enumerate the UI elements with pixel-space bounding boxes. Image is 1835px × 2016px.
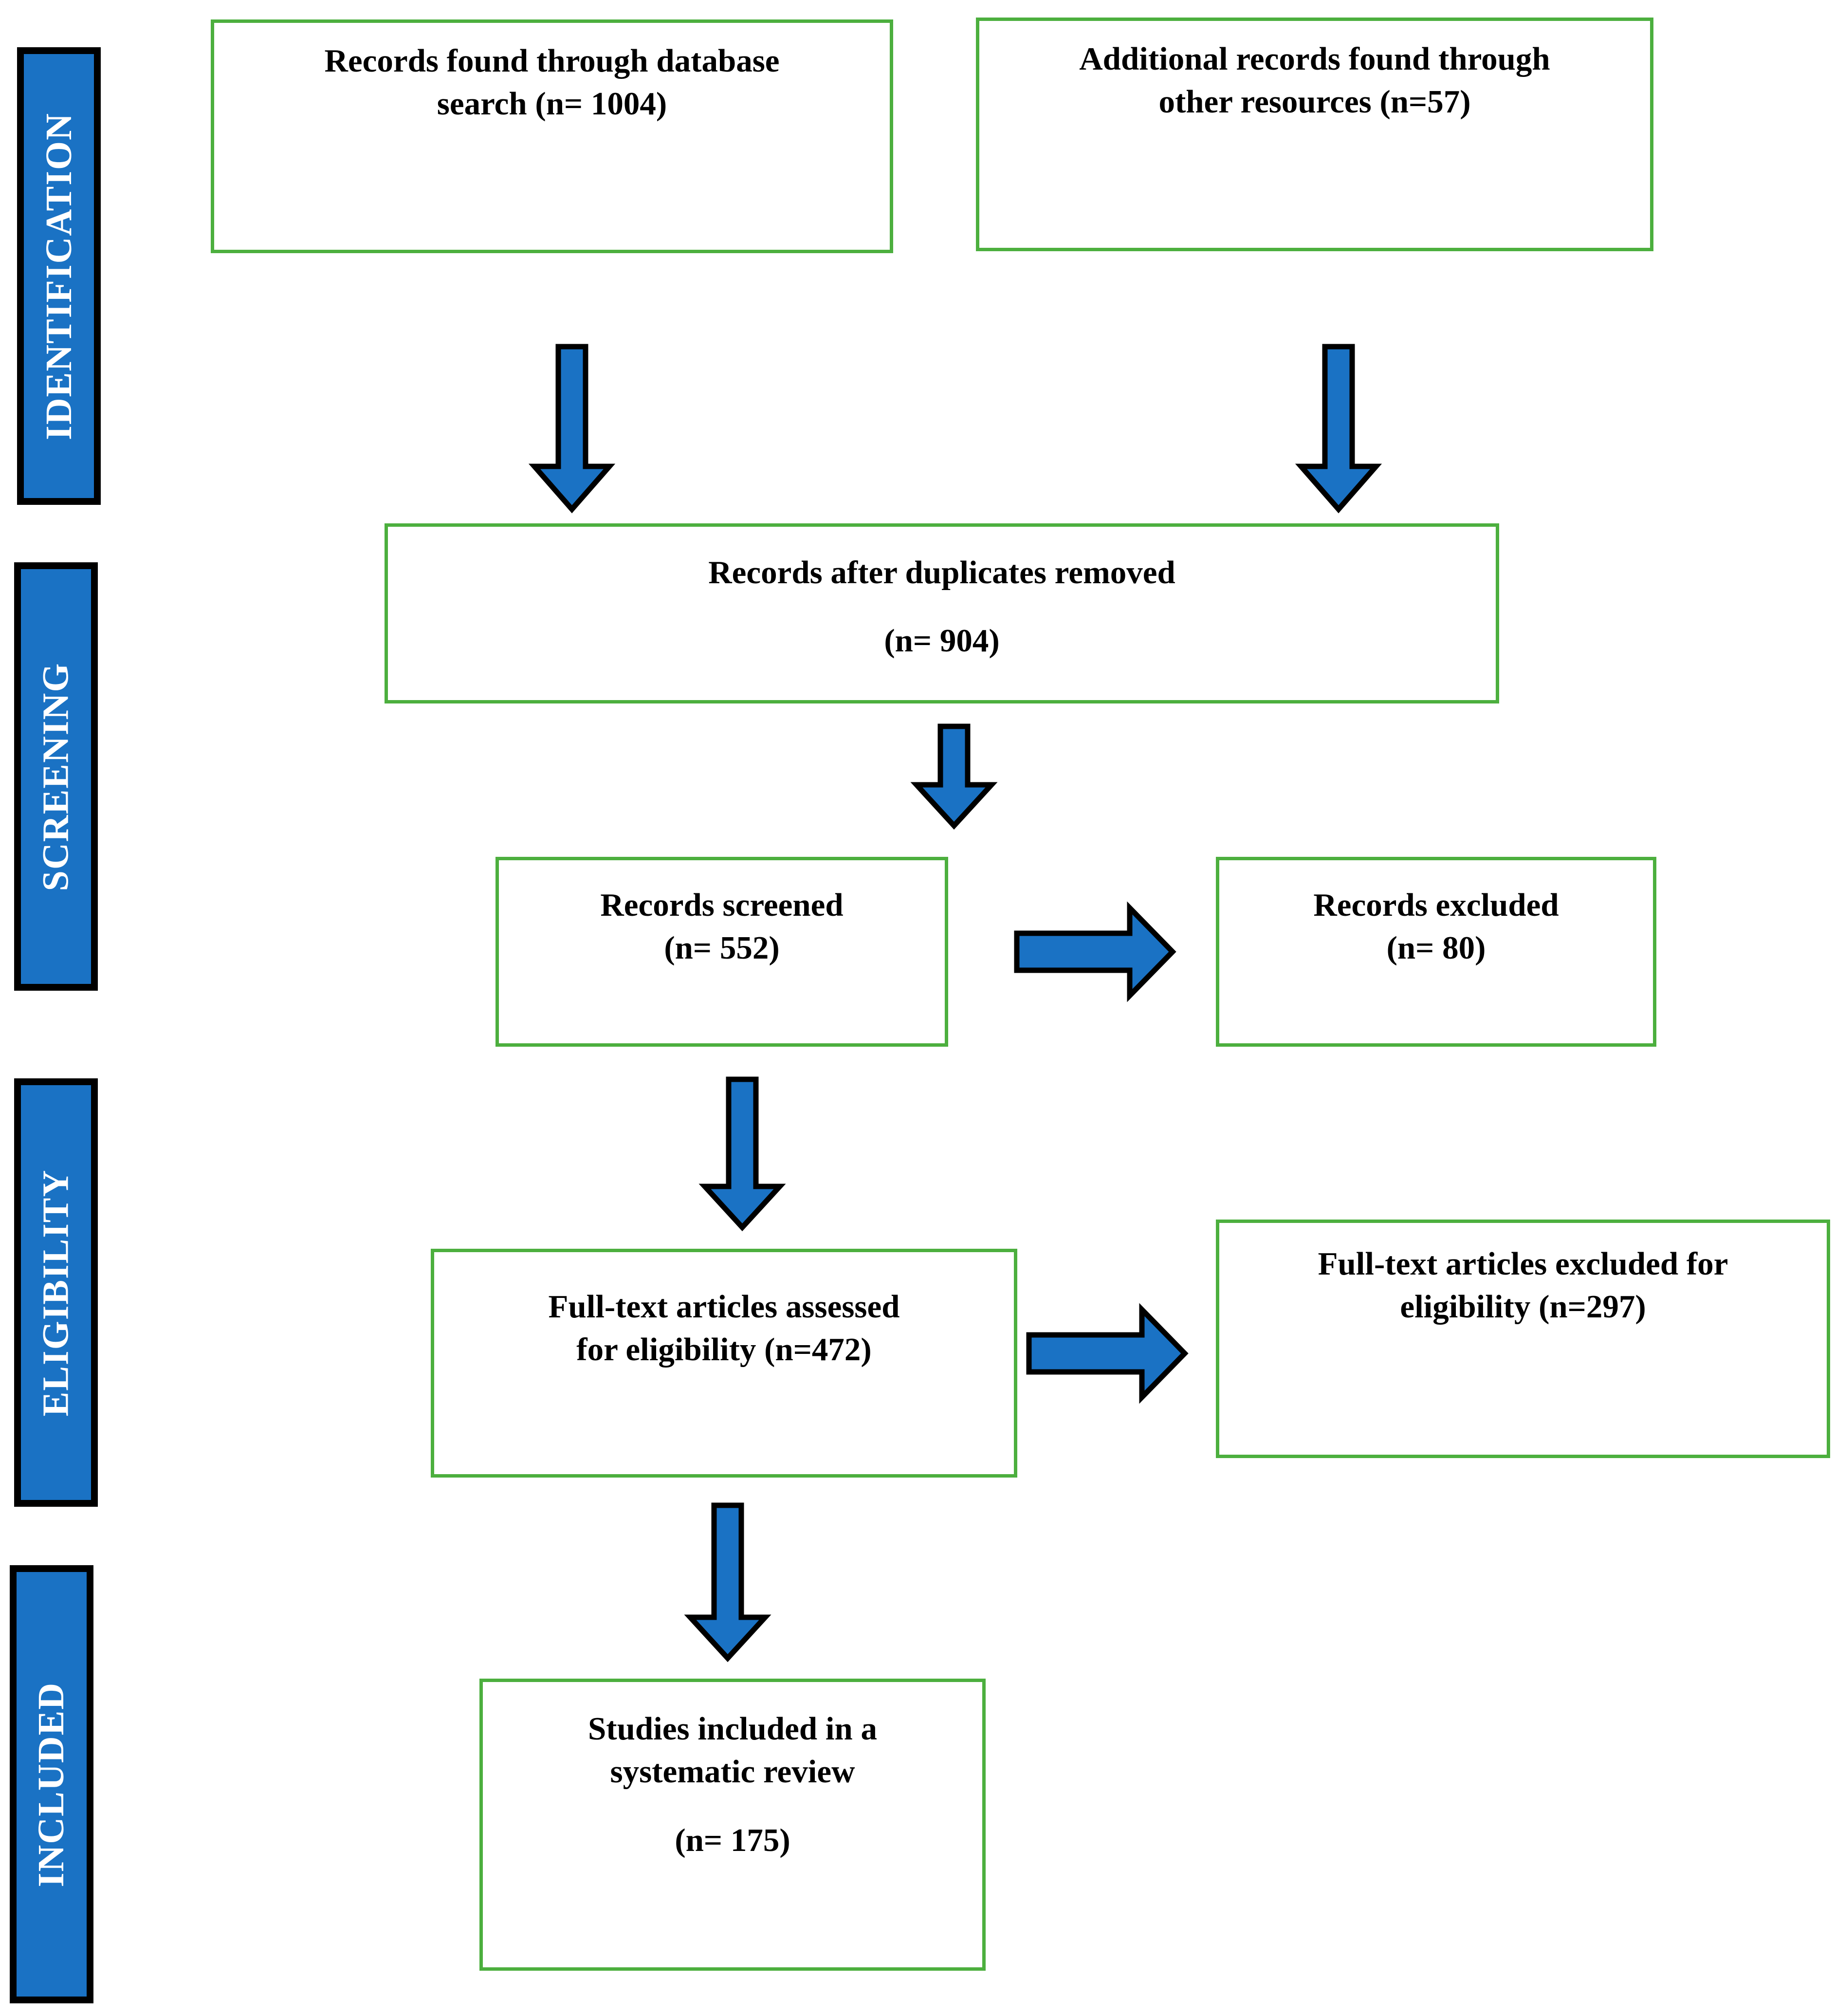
box-fulltext-assessed-for-eligibility: Full-text articles assessed for eligibil…: [431, 1249, 1017, 1478]
box-records-after-duplicates-removed: Records after duplicates removed (n= 904…: [385, 523, 1499, 703]
stage-bar-screening: SCREENING: [14, 562, 98, 991]
stage-label-eligibility: ELIGIBILITY: [35, 1169, 76, 1416]
stage-label-included: INCLUDED: [31, 1682, 72, 1887]
box-fulltext-excluded-line1: Full-text articles excluded for: [1318, 1246, 1728, 1282]
box-fulltext-assessed-line2: for eligibility (n=472): [576, 1332, 872, 1368]
box-studies-included-systematic-review: Studies included in a systematic review …: [479, 1679, 986, 1971]
arrow-down-fulltext-to-included: [684, 1502, 771, 1663]
box-database-search-line1: Records found through database: [324, 43, 780, 79]
box-records-screened: Records screened (n= 552): [495, 857, 948, 1047]
box-duplicates-removed-line2: (n= 904): [884, 623, 1000, 659]
box-other-resources-line2: other resources (n=57): [1158, 84, 1471, 120]
box-records-screened-line2: (n= 552): [664, 930, 780, 966]
stage-bar-included: INCLUDED: [10, 1565, 93, 2003]
box-database-search-line2: search (n= 1004): [437, 86, 667, 122]
arrow-down-duplicates-to-screened: [910, 723, 998, 830]
box-records-database-search: Records found through database search (n…: [211, 19, 893, 253]
arrow-down-other-resources-to-duplicates: [1295, 344, 1382, 514]
box-fulltext-excluded-for-eligibility: Full-text articles excluded for eligibil…: [1216, 1220, 1830, 1458]
stage-label-identification: IDENTIFICATION: [38, 112, 79, 440]
box-other-resources-line1: Additional records found through: [1079, 41, 1550, 77]
box-records-excluded-line2: (n= 80): [1386, 930, 1486, 966]
arrow-down-database-to-duplicates: [528, 344, 616, 514]
stage-bar-eligibility: ELIGIBILITY: [14, 1078, 98, 1507]
stage-bar-identification: IDENTIFICATION: [17, 47, 101, 505]
arrow-right-fulltext-to-excluded: [1026, 1303, 1189, 1404]
box-fulltext-assessed-line1: Full-text articles assessed: [548, 1289, 900, 1325]
arrow-right-screened-to-excluded: [1014, 901, 1176, 1002]
arrow-down-screened-to-fulltext: [698, 1076, 786, 1232]
box-studies-included-line3: (n= 175): [675, 1822, 790, 1858]
stage-label-screening: SCREENING: [35, 662, 76, 891]
box-records-excluded: Records excluded (n= 80): [1216, 857, 1656, 1047]
box-studies-included-line1: Studies included in a: [588, 1711, 877, 1747]
box-fulltext-excluded-line2: eligibility (n=297): [1400, 1289, 1646, 1325]
box-records-excluded-line1: Records excluded: [1313, 887, 1559, 923]
box-studies-included-line2: systematic review: [610, 1754, 855, 1790]
box-additional-records-other-resources: Additional records found through other r…: [976, 18, 1653, 251]
box-duplicates-removed-line1: Records after duplicates removed: [708, 555, 1175, 591]
box-records-screened-line1: Records screened: [600, 887, 844, 923]
